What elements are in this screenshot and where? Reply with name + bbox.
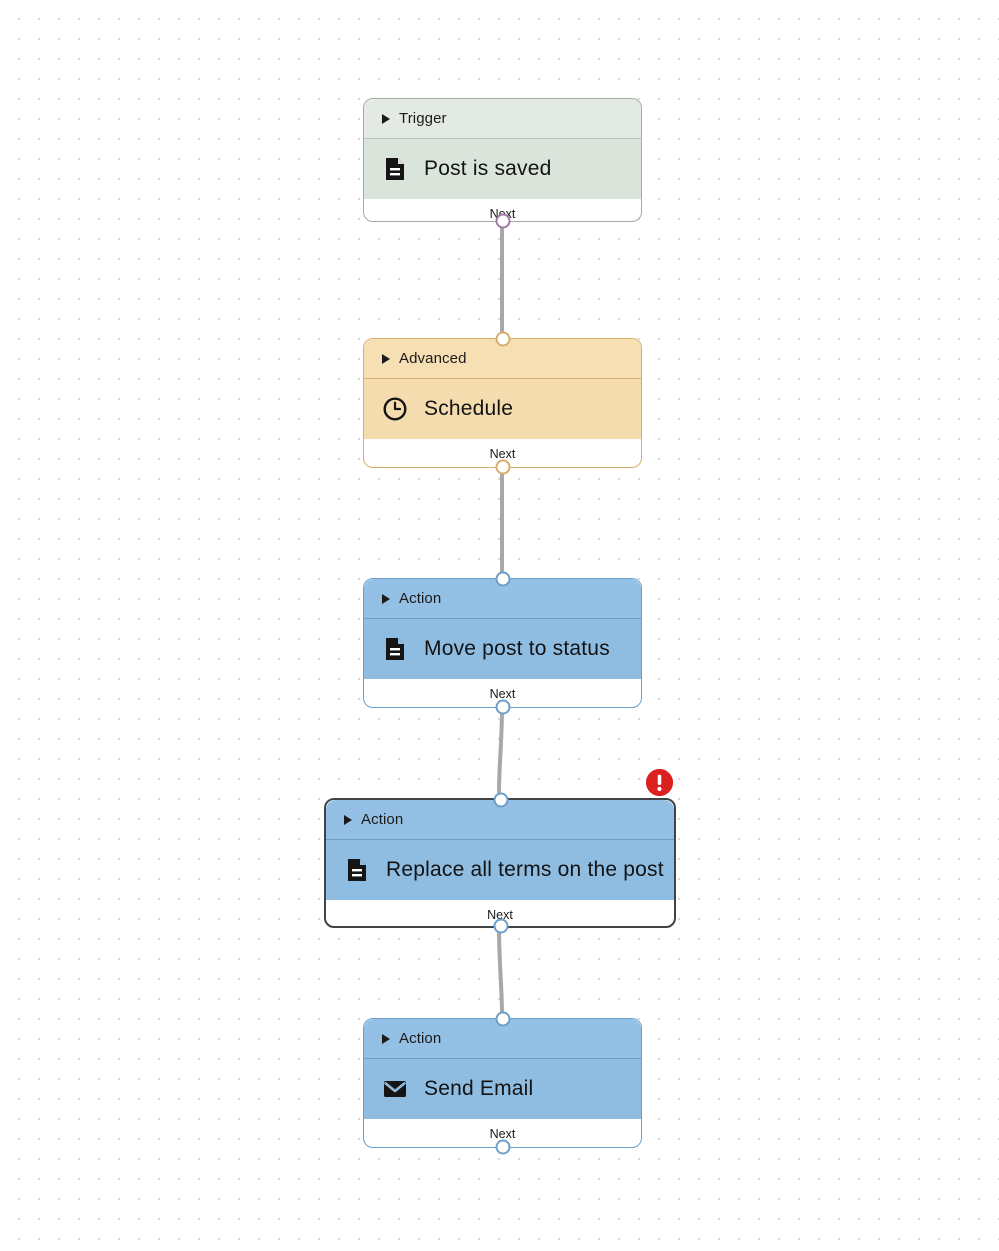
node-input-handle[interactable] <box>495 331 510 347</box>
node-header[interactable]: Trigger <box>364 99 641 139</box>
node-body[interactable]: Replace all terms on the post <box>326 840 674 900</box>
node-input-handle[interactable] <box>495 571 510 587</box>
document-icon <box>382 156 408 182</box>
node-output-handle[interactable] <box>495 459 510 475</box>
node-title: Post is saved <box>424 157 552 180</box>
node-header[interactable]: Action <box>364 1019 641 1059</box>
node-body[interactable]: Send Email <box>364 1059 641 1119</box>
workflow-node-trigger[interactable]: Trigger Post is saved Next <box>363 98 642 229</box>
workflow-node-action-send-email[interactable]: Action Send Email Next <box>363 1011 642 1155</box>
error-badge[interactable] <box>646 769 673 796</box>
node-input-handle[interactable] <box>493 792 509 808</box>
envelope-icon <box>382 1076 408 1102</box>
workflow-node-action-replace-terms[interactable]: Action Replace all terms on the post Nex… <box>324 792 676 934</box>
node-output-handle[interactable] <box>495 213 510 229</box>
node-title: Replace all terms on the post <box>386 858 664 881</box>
workflow-node-advanced[interactable]: Advanced Schedule Next <box>363 331 642 475</box>
clock-icon <box>382 396 408 422</box>
node-title: Schedule <box>424 397 514 420</box>
node-output-handle[interactable] <box>495 699 510 715</box>
document-icon <box>382 636 408 662</box>
node-type-label: Action <box>361 811 404 828</box>
exclamation-icon <box>646 769 673 796</box>
chevron-right-icon[interactable] <box>382 353 390 364</box>
node-body[interactable]: Move post to status <box>364 619 641 679</box>
workflow-node-action-move-post[interactable]: Action Move post to status Next <box>363 571 642 715</box>
node-output-handle[interactable] <box>495 1139 510 1155</box>
node-title: Move post to status <box>424 637 610 660</box>
node-type-label: Trigger <box>399 110 447 127</box>
chevron-right-icon[interactable] <box>382 593 390 604</box>
chevron-right-icon[interactable] <box>344 814 352 825</box>
chevron-right-icon[interactable] <box>382 113 390 124</box>
node-output-handle[interactable] <box>493 918 509 934</box>
node-type-label: Advanced <box>399 350 467 367</box>
node-header[interactable]: Action <box>364 579 641 619</box>
node-type-label: Action <box>399 590 442 607</box>
node-body[interactable]: Post is saved <box>364 139 641 199</box>
chevron-right-icon[interactable] <box>382 1033 390 1044</box>
node-input-handle[interactable] <box>495 1011 510 1027</box>
node-title: Send Email <box>424 1077 534 1100</box>
node-body[interactable]: Schedule <box>364 379 641 439</box>
node-type-label: Action <box>399 1030 442 1047</box>
document-icon <box>344 857 370 883</box>
